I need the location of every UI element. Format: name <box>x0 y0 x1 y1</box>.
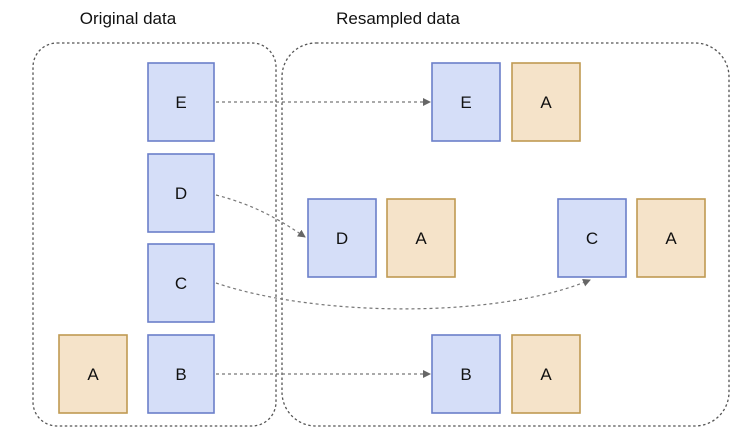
resampled-pair-c-right-label: A <box>665 229 677 248</box>
resampled-data-title: Resampled data <box>336 9 460 28</box>
resampled-data-container <box>281 42 730 427</box>
arrow-d-to-resampled-d <box>215 194 306 238</box>
resampled-pair-b: B A <box>431 334 581 414</box>
original-item-c: C <box>147 243 215 323</box>
resampled-pair-b-right-label: A <box>540 365 552 384</box>
original-data-title: Original data <box>80 9 177 28</box>
resampled-pair-d-right-label: A <box>415 229 427 248</box>
original-item-b: B <box>147 334 215 414</box>
original-item-e: E <box>147 62 215 142</box>
original-item-e-label: E <box>175 93 186 112</box>
arrow-c-to-resampled-c <box>215 279 591 310</box>
resampled-pair-e-right-label: A <box>540 93 552 112</box>
original-data-container <box>32 42 277 427</box>
resampled-pair-b-left-label: B <box>460 365 471 384</box>
resampled-pair-c: C A <box>557 198 706 278</box>
resampled-pair-e-left-label: E <box>460 93 471 112</box>
resampled-pair-d-left-label: D <box>336 229 348 248</box>
resampled-pair-c-left-label: C <box>586 229 598 248</box>
original-item-d: D <box>147 153 215 233</box>
original-item-c-label: C <box>175 274 187 293</box>
original-item-a-label: A <box>87 365 99 384</box>
original-item-a: A <box>58 334 128 414</box>
resampled-pair-d: D A <box>307 198 456 278</box>
resampled-pair-e: E A <box>431 62 581 142</box>
original-item-b-label: B <box>175 365 186 384</box>
original-item-d-label: D <box>175 184 187 203</box>
